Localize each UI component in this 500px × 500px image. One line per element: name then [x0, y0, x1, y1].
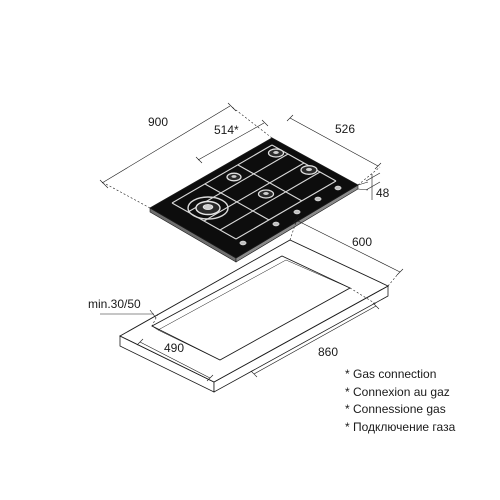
dimension-lines [99, 102, 404, 382]
gas-connection-legend: * Gas connection * Connexion au gaz * Co… [345, 366, 455, 436]
worktop-cutout [119, 239, 389, 393]
legend-line-en: * Gas connection [345, 367, 437, 381]
dim-cutout-depth: 600 [352, 235, 372, 249]
dimension-labels: 900 514* 526 48 600 min.30/50 490 860 [88, 115, 390, 359]
burner-front-right [300, 165, 318, 175]
knob-4 [314, 196, 322, 202]
burner-front-middle [257, 189, 275, 199]
knob-1 [239, 240, 247, 246]
dim-burner-span: 514* [214, 123, 239, 137]
burner-rear-left [226, 172, 242, 182]
hob [149, 137, 359, 263]
knob-3 [293, 209, 301, 215]
dim-cutout-height: 490 [164, 341, 184, 355]
dim-depth: 526 [335, 122, 355, 136]
knob-5 [334, 185, 342, 191]
wok-burner [187, 196, 229, 220]
pan-support-grid [171, 144, 337, 240]
dim-height: 48 [376, 186, 390, 200]
control-knobs [239, 185, 342, 246]
legend-line-fr: * Connexion au gaz [345, 384, 450, 399]
legend-line-it: * Connessione gas [345, 402, 446, 416]
knob-2 [272, 221, 280, 227]
dim-cutout-width: 860 [318, 345, 338, 359]
burner-rear-right [267, 148, 285, 158]
legend-line-ru: * Подключение газа [345, 419, 456, 434]
dim-width-total: 900 [148, 115, 168, 129]
dim-min-clearance: min.30/50 [88, 297, 141, 311]
